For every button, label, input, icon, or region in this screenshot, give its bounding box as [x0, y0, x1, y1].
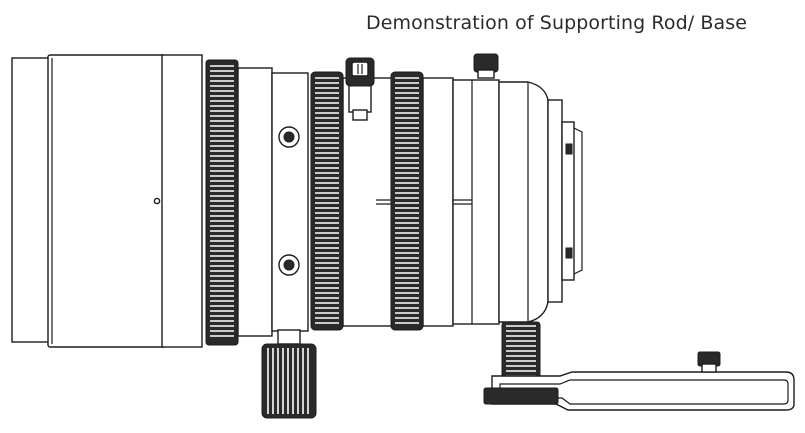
screw-icon-lower [278, 254, 300, 276]
screw-icon-upper [278, 126, 300, 148]
support-base-icon [483, 321, 795, 411]
gear-ring-3 [390, 71, 424, 331]
top-knob-icon [473, 53, 499, 79]
barrel-dot [153, 197, 161, 205]
lens-mount [547, 99, 583, 303]
caption-title: Demonstration of Supporting Rod/ Base [366, 12, 748, 34]
gear-ring-1 [205, 59, 239, 346]
lens-front-barrel [11, 54, 203, 348]
rod-support-knob-icon [261, 329, 317, 419]
lock-knob-icon [345, 57, 375, 121]
lens-mid-barrel [237, 67, 309, 337]
gear-ring-2 [310, 71, 344, 331]
lens-rear-barrel [342, 77, 549, 327]
